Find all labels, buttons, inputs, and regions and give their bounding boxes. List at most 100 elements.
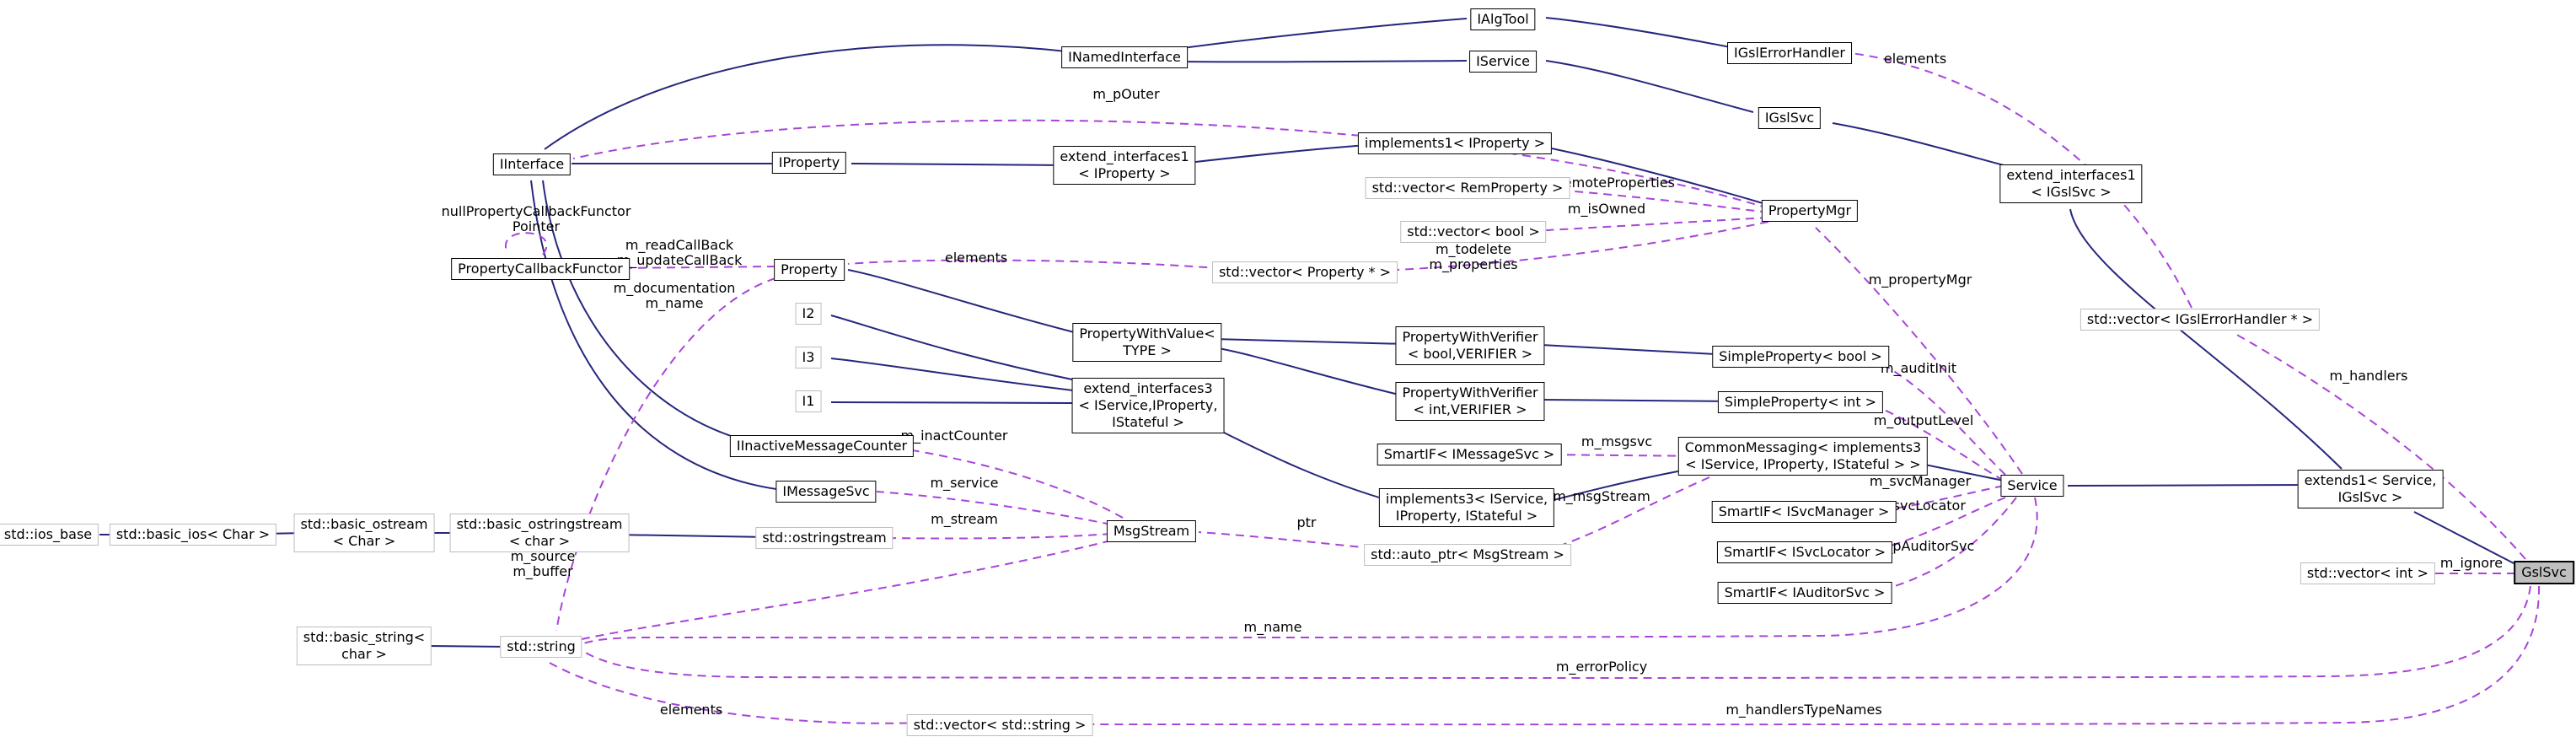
edge-label-m-isowned: m_isOwned — [1567, 201, 1646, 217]
edge-property-propertycallbackfunctor — [616, 266, 776, 269]
edge-label-m-errorpolicy: m_errorPolicy — [1555, 659, 1648, 675]
edge-simplepropertyint-pwverifierint — [1540, 399, 1737, 402]
edge-extends1-service — [2067, 484, 2315, 487]
node-inamedinterface[interactable]: INamedInterface — [1061, 46, 1188, 68]
edge-label-m-inactcounter: m_inactCounter — [900, 428, 1008, 444]
node-smartif-isvcmanager[interactable]: SmartIF< ISvcManager > — [1711, 501, 1897, 523]
node-extint3[interactable]: extend_interfaces3 < IService,IProperty,… — [1071, 378, 1225, 433]
node-basic-ios: std::basic_ios< Char > — [109, 524, 277, 546]
node-ialgtool[interactable]: IAlgTool — [1470, 8, 1536, 30]
edge-label-elements-errorhandler: elements — [1883, 51, 1947, 67]
edge-service-simplepropertyint — [1872, 404, 2004, 481]
edge-extends1-ext1igslsvc — [2069, 208, 2343, 470]
edge-autoptr-msgstream-ptr — [1198, 531, 1402, 552]
edge-label-m-pauditorsvc: m_pAuditorSvc — [1872, 538, 1975, 554]
edge-iservice-inamedinterface — [1182, 60, 1468, 63]
edge-msgstream-iinactivemessagecounter — [896, 447, 1124, 519]
node-ext1-iproperty[interactable]: extend_interfaces1 < IProperty > — [1053, 146, 1196, 185]
edge-label-m-auditinit: m_auditInit — [1881, 360, 1956, 376]
node-i2: I2 — [795, 303, 822, 325]
edge-gslsvc-vecstring-m-handlerstypenames — [1083, 585, 2541, 726]
edge-gslsvc-extends1 — [2413, 511, 2518, 566]
edge-gslsvc-vecigslerrorhandler-m-handlers — [2235, 333, 2526, 560]
node-basic-ostream: std::basic_ostream < Char > — [293, 514, 435, 552]
node-commonmessaging[interactable]: CommonMessaging< implements3 < IService,… — [1677, 437, 1929, 476]
edge-propertymgr-iinterface-m-pouter — [572, 119, 1769, 209]
node-smartif-isvclocator[interactable]: SmartIF< ISvcLocator > — [1716, 541, 1893, 563]
edge-extint3-i2 — [830, 315, 1081, 382]
edge-label-m-handlers: m_handlers — [2329, 368, 2408, 384]
edge-ext1iproperty-iproperty — [851, 163, 1069, 166]
node-iinactivemessagecounter[interactable]: IInactiveMessageCounter — [729, 435, 915, 457]
node-vec-property-ptr: std::vector< Property * > — [1211, 261, 1398, 283]
edge-label-elements-string: elements — [659, 702, 723, 718]
node-service[interactable]: Service — [2000, 475, 2064, 497]
edge-ostringstream-basicostringstream — [613, 534, 771, 538]
edge-service-smartifiauditorsvc — [1877, 497, 2017, 592]
node-implements3[interactable]: implements3< IService, IProperty, IState… — [1378, 488, 1555, 527]
edge-service-simplepropertybool — [1876, 360, 2006, 476]
edge-gslsvc-string-m-errorpolicy — [581, 585, 2531, 679]
edge-propertycallbackfunctor-selfloop — [504, 232, 548, 256]
edge-label-m-stream: m_stream — [931, 511, 998, 527]
node-pwverifier-int[interactable]: PropertyWithVerifier < int,VERIFIER > — [1395, 382, 1545, 421]
edge-service-smartifisvcmanager — [1879, 485, 2004, 512]
node-iinterface[interactable]: IInterface — [492, 153, 572, 175]
edge-pwverifierint-propertywithvalue — [1213, 347, 1407, 397]
edge-implements3-extint3 — [1221, 431, 1400, 504]
node-propertymgr[interactable]: PropertyMgr — [1761, 200, 1859, 222]
edge-label-m-ignore: m_ignore — [2439, 555, 2504, 571]
edge-label-m-documentation: m_documentation m_name — [613, 280, 736, 311]
node-ext1-igslsvc[interactable]: extend_interfaces1 < IGslSvc > — [1999, 164, 2143, 203]
edge-msgstream-string-source — [581, 540, 1112, 640]
edge-label-m-msgsvc: m_msgsvc — [1580, 433, 1653, 449]
node-igslsvc[interactable]: IGslSvc — [1758, 107, 1822, 129]
node-igslerrorhandler[interactable]: IGslErrorHandler — [1727, 42, 1852, 64]
edge-vecigslerrorhandler-igslerrorhandler-elements — [1850, 52, 2192, 309]
edge-vecpropertyptr-property-elements — [847, 259, 1237, 271]
edge-label-m-remoteproperties: m_remoteProperties — [1538, 175, 1676, 191]
node-simpleproperty-int[interactable]: SimpleProperty< int > — [1717, 391, 1884, 413]
edge-label-elements-property: elements — [944, 250, 1008, 266]
edge-pwverifierbool-propertywithvalue — [1213, 338, 1407, 345]
edge-igslsvc-iservice — [1545, 60, 1754, 113]
edge-label-m-outputlevel: m_outputLevel — [1873, 412, 1974, 428]
edge-commonmessaging-smartifimessagesvc — [1540, 454, 1705, 457]
edge-label-m-name: m_name — [1243, 619, 1302, 635]
edge-propertywithvalue-property — [847, 269, 1088, 336]
edge-label-m-source: m_source m_buffer — [510, 548, 576, 579]
edge-msgstream-imessagesvc — [876, 491, 1112, 525]
edge-service-string-m-name — [581, 497, 2038, 645]
node-smartif-iauditorsvc[interactable]: SmartIF< IAuditorSvc > — [1717, 582, 1892, 604]
edge-ext1igslsvc-igslsvc — [1832, 122, 2017, 169]
edge-label-m-svclocator: m_svcLocator — [1873, 498, 1966, 514]
node-property[interactable]: Property — [774, 259, 845, 281]
edge-label-m-pouter: m_pOuter — [1092, 86, 1160, 102]
node-propertywithvalue[interactable]: PropertyWithValue< TYPE > — [1072, 323, 1222, 362]
node-i3: I3 — [795, 347, 822, 368]
node-propertycallbackfunctor[interactable]: PropertyCallbackFunctor — [451, 258, 630, 280]
edge-label-m-service: m_service — [930, 475, 999, 491]
node-smartif-imessagesvc[interactable]: SmartIF< IMessageSvc > — [1377, 444, 1562, 465]
edge-propertymgr-vecbool — [1530, 217, 1769, 232]
node-vec-remproperty: std::vector< RemProperty > — [1365, 177, 1570, 199]
edge-propertymgr-vecremproperty — [1543, 188, 1769, 213]
edge-label-m-propertymgr: m_propertyMgr — [1868, 272, 1972, 288]
edge-label-nullpropertycallbackfunctorpointer: nullPropertyCallbackFunctor Pointer — [441, 203, 631, 234]
node-simpleproperty-bool[interactable]: SimpleProperty< bool > — [1712, 346, 1889, 368]
node-implements1-iproperty[interactable]: implements1< IProperty > — [1357, 132, 1553, 154]
node-basic-ostringstream: std::basic_ostringstream < char > — [449, 514, 630, 552]
node-extends1[interactable]: extends1< Service, IGslSvc > — [2297, 470, 2444, 508]
edge-iinactivemessagecounter-iinterface — [542, 180, 754, 444]
node-iproperty[interactable]: IProperty — [771, 152, 847, 174]
node-vec-igslerrorhandler-ptr: std::vector< IGslErrorHandler * > — [2080, 309, 2321, 331]
node-pwverifier-bool[interactable]: PropertyWithVerifier < bool,VERIFIER > — [1395, 326, 1545, 365]
node-std-string: std::string — [500, 636, 582, 658]
node-msgstream[interactable]: MsgStream — [1106, 520, 1197, 542]
node-iservice[interactable]: IService — [1469, 51, 1537, 73]
node-imessagesvc[interactable]: IMessageSvc — [775, 481, 877, 503]
node-i1: I1 — [795, 390, 822, 412]
node-ios-base: std::ios_base — [0, 524, 99, 546]
edge-inamedinterface-iinterface — [544, 44, 1075, 150]
edge-extint3-i3 — [830, 358, 1081, 392]
